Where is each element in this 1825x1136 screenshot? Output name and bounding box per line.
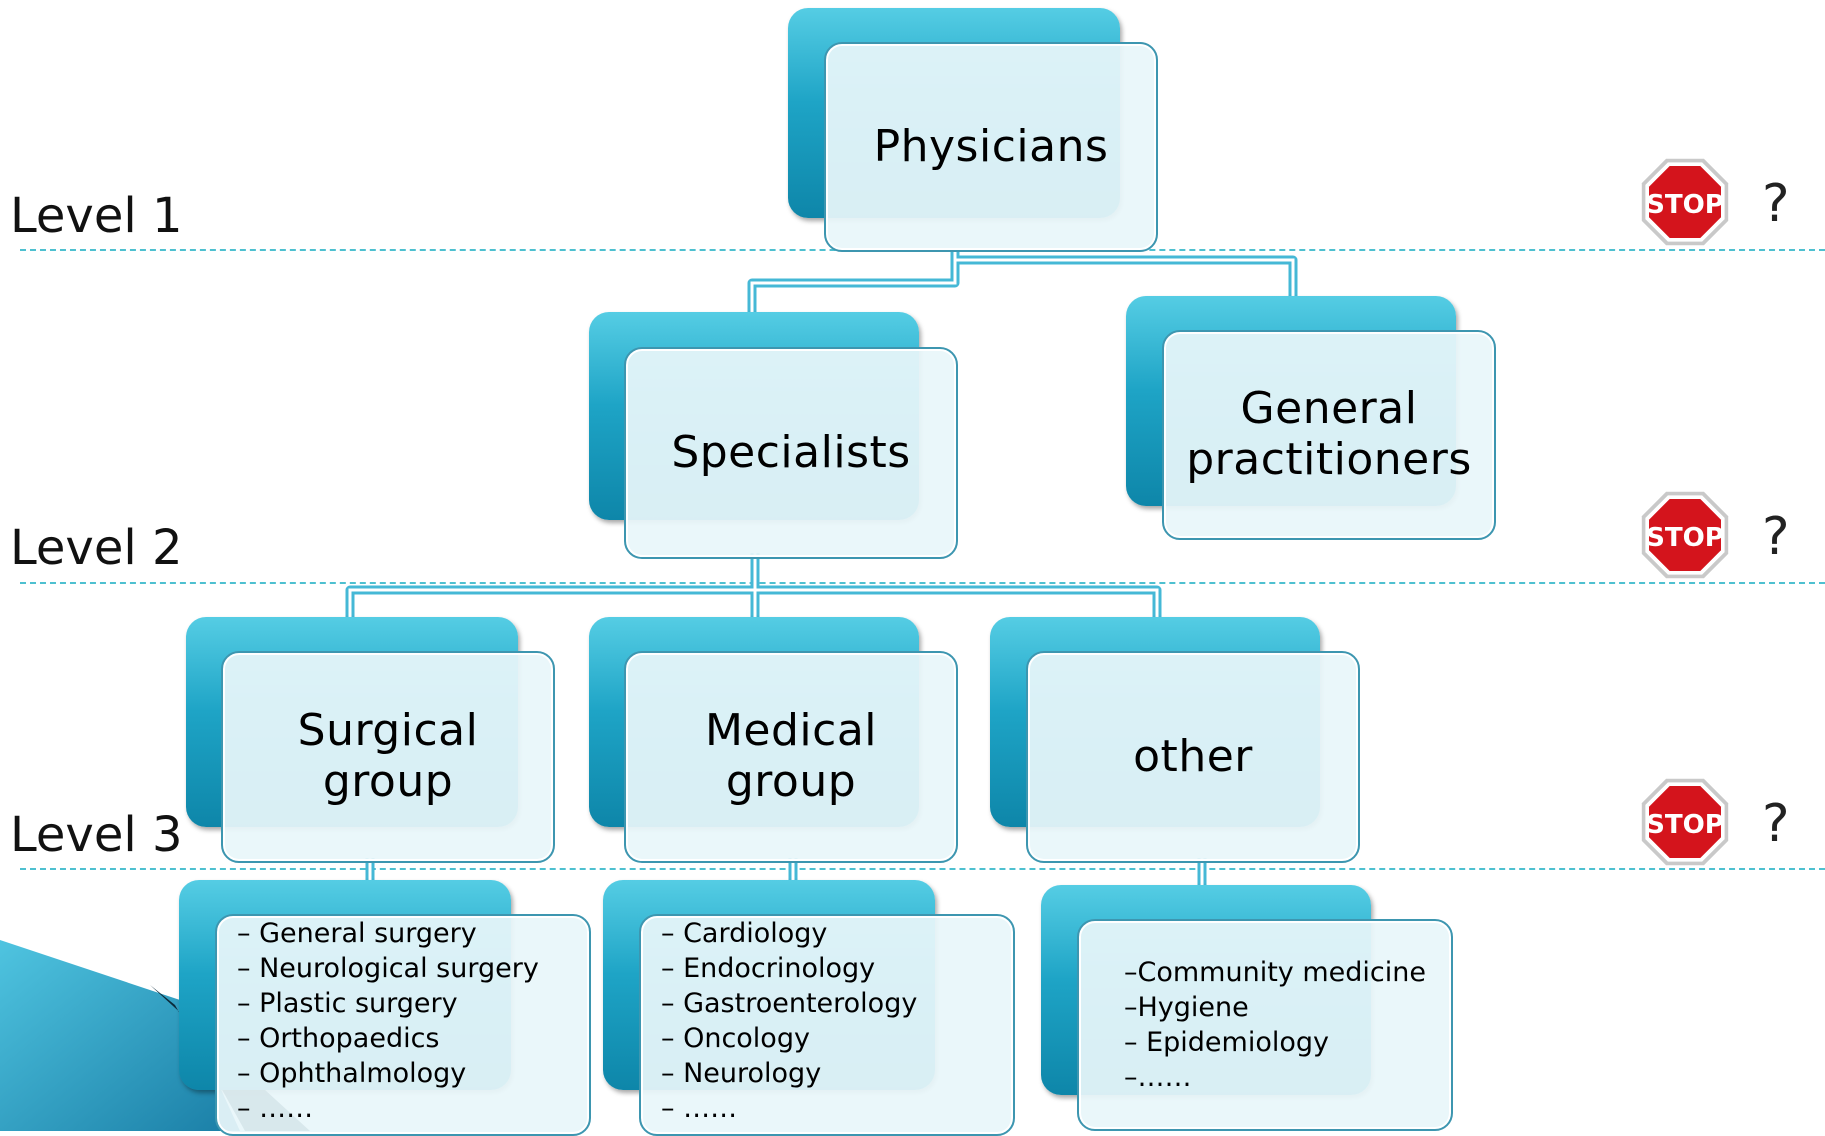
list-item: – Neurology bbox=[661, 1058, 822, 1089]
list-item: – Gastroenterology bbox=[661, 988, 918, 1019]
list-item: – …… bbox=[661, 1093, 738, 1124]
list-item: – Cardiology bbox=[661, 918, 828, 949]
list-item: –…… bbox=[1124, 1062, 1192, 1093]
list-item: –Hygiene bbox=[1124, 992, 1249, 1023]
level-1-label: Level 1 bbox=[10, 188, 183, 244]
list-item: –Community medicine bbox=[1124, 957, 1426, 988]
specialty-list: – Cardiology – Endocrinology – Gastroent… bbox=[661, 916, 1013, 1126]
question-mark: ? bbox=[1762, 794, 1790, 854]
list-item: – Endocrinology bbox=[661, 953, 876, 984]
stop-text: STOP bbox=[1646, 810, 1724, 840]
node-surgical-group: Surgical group bbox=[186, 617, 556, 865]
node-general-practitioners: General practitioners bbox=[1126, 296, 1496, 542]
stop-sign-icon: STOP bbox=[1641, 491, 1729, 579]
list-item: – Orthopaedics bbox=[237, 1023, 440, 1054]
list-item: – Neurological surgery bbox=[237, 953, 539, 984]
stop-text: STOP bbox=[1646, 190, 1724, 220]
stop-sign-icon: STOP bbox=[1641, 778, 1729, 866]
list-other: –Community medicine –Hygiene – Epidemiol… bbox=[1041, 885, 1461, 1131]
level-3-divider bbox=[20, 868, 1825, 870]
node-specialists: Specialists bbox=[589, 312, 959, 560]
list-item: – Oncology bbox=[661, 1023, 810, 1054]
node-label: Physicians bbox=[873, 120, 1109, 172]
question-mark: ? bbox=[1762, 507, 1790, 567]
list-item: – Ophthalmology bbox=[237, 1058, 467, 1089]
node-label: General practitioners bbox=[1186, 383, 1472, 485]
stop-sign-icon: STOP bbox=[1641, 158, 1729, 246]
node-label: other bbox=[1133, 730, 1253, 782]
list-item: – Plastic surgery bbox=[237, 988, 458, 1019]
specialty-list: – General surgery – Neurological surgery… bbox=[237, 916, 589, 1126]
level-2-label: Level 2 bbox=[10, 520, 183, 576]
specialty-list: –Community medicine –Hygiene – Epidemiol… bbox=[1124, 955, 1426, 1095]
list-medical: – Cardiology – Endocrinology – Gastroent… bbox=[603, 880, 1023, 1136]
node-label: Specialists bbox=[671, 426, 911, 478]
node-other: other bbox=[990, 617, 1360, 865]
level-2-divider bbox=[20, 582, 1825, 584]
node-label: Medical group bbox=[704, 705, 878, 807]
stop-text: STOP bbox=[1646, 523, 1724, 553]
node-medical-group: Medical group bbox=[589, 617, 959, 865]
node-physicians: Physicians bbox=[788, 8, 1158, 254]
list-surgical: – General surgery – Neurological surgery… bbox=[179, 880, 599, 1136]
level-3-label: Level 3 bbox=[10, 807, 183, 863]
list-item: – Epidemiology bbox=[1124, 1027, 1329, 1058]
list-item: – General surgery bbox=[237, 918, 477, 949]
node-label: Surgical group bbox=[297, 705, 479, 807]
list-item: – …… bbox=[237, 1093, 314, 1124]
question-mark: ? bbox=[1762, 174, 1790, 234]
